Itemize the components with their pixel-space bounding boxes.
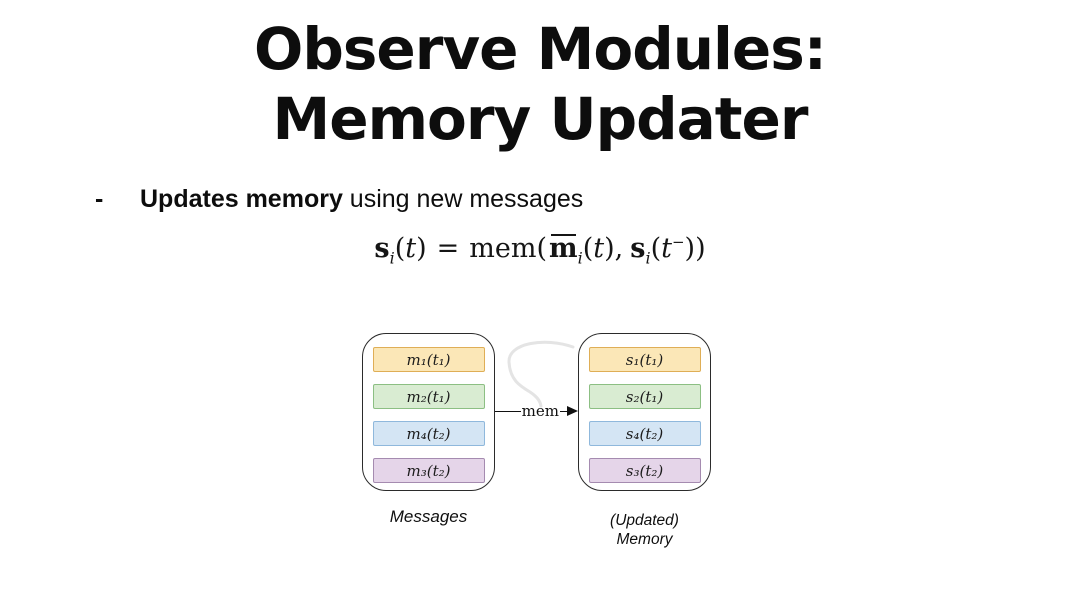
arrow-line [495, 410, 521, 412]
formula-mem-fn: mem [469, 233, 537, 264]
bullet-text-bold: Updates memory [140, 185, 343, 213]
memory-row-s4: s₄(t₂) [588, 421, 701, 446]
message-row-m2: m₂(t₁) [372, 384, 485, 409]
updated-memory-box: s₁(t₁) s₂(t₁) s₄(t₂) s₃(t₂) [578, 333, 711, 491]
updated-memory-caption-line-2: Memory [616, 531, 673, 548]
updated-memory-caption-line-1: (Updated) [610, 512, 679, 529]
bullet-item: - Updates memory using new messages [95, 184, 583, 214]
message-row-m4: m₄(t₂) [372, 421, 485, 446]
memory-row-s2: s₂(t₁) [588, 384, 701, 409]
formula-m-bar: m [549, 233, 578, 264]
message-row-m3: m₃(t₂) [372, 458, 485, 483]
bullet-text: Updates memory using new messages [140, 184, 583, 214]
message-row-m1: m₁(t₁) [372, 347, 485, 372]
bullet-text-rest: using new messages [342, 185, 584, 213]
slide-title-line-1: Observe Modules: [254, 15, 827, 83]
slide-title-line-2: Memory Updater [272, 85, 809, 153]
mem-arrow-label: mem [521, 401, 559, 420]
messages-caption: Messages [389, 507, 468, 526]
memory-row-s1: s₁(t₁) [588, 347, 701, 372]
arrow-line [560, 410, 567, 412]
mem-arrow: mem [495, 401, 578, 421]
updated-memory-caption: (Updated) Memory [578, 511, 711, 549]
formula-s: s [374, 233, 390, 264]
arrowhead-icon [567, 406, 578, 416]
memory-update-formula: si(t)=mem(mi(t),si(t−)) [374, 233, 706, 268]
memory-row-s3: s₃(t₂) [588, 458, 701, 483]
slide-title: Observe Modules: Memory Updater [0, 14, 1080, 154]
messages-box: m₁(t₁) m₂(t₁) m₄(t₂) m₃(t₂) [362, 333, 495, 491]
bullet-dash: - [95, 185, 104, 213]
